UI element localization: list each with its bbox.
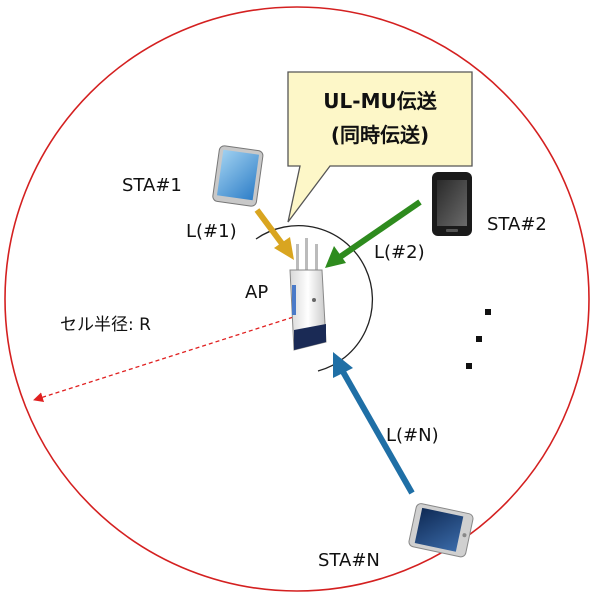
ap-device-icon: [289, 238, 327, 351]
sta1-uplink-arrow: [254, 208, 294, 260]
staN-link-label: L(#N): [386, 425, 439, 446]
sta2-label: STA#2: [487, 214, 547, 235]
sta1-label: STA#1: [122, 175, 182, 196]
sta2-uplink-arrow: [325, 199, 422, 268]
staN-label: STA#N: [318, 550, 380, 571]
sta1-tablet-icon: [212, 145, 264, 207]
sta1-link-label: L(#1): [186, 221, 237, 242]
callout-line2: (同時伝送): [331, 123, 429, 147]
staN-uplink-arrow: [333, 352, 415, 495]
callout-bubble: UL-MU伝送 (同時伝送): [287, 71, 473, 223]
sta2-link-label: L(#2): [374, 242, 425, 263]
cell-radius-line: [33, 312, 307, 403]
more-stations-ellipsis: [466, 309, 491, 369]
sta2-smartphone-icon: [432, 172, 472, 236]
cell-radius-label: セル半径: R: [60, 315, 151, 335]
cell-boundary: [4, 6, 590, 592]
callout-line1: UL-MU伝送: [323, 89, 437, 113]
ap-label: AP: [245, 282, 268, 303]
ap-coverage-arc: [255, 225, 373, 372]
staN-tablet-icon: [408, 503, 474, 558]
